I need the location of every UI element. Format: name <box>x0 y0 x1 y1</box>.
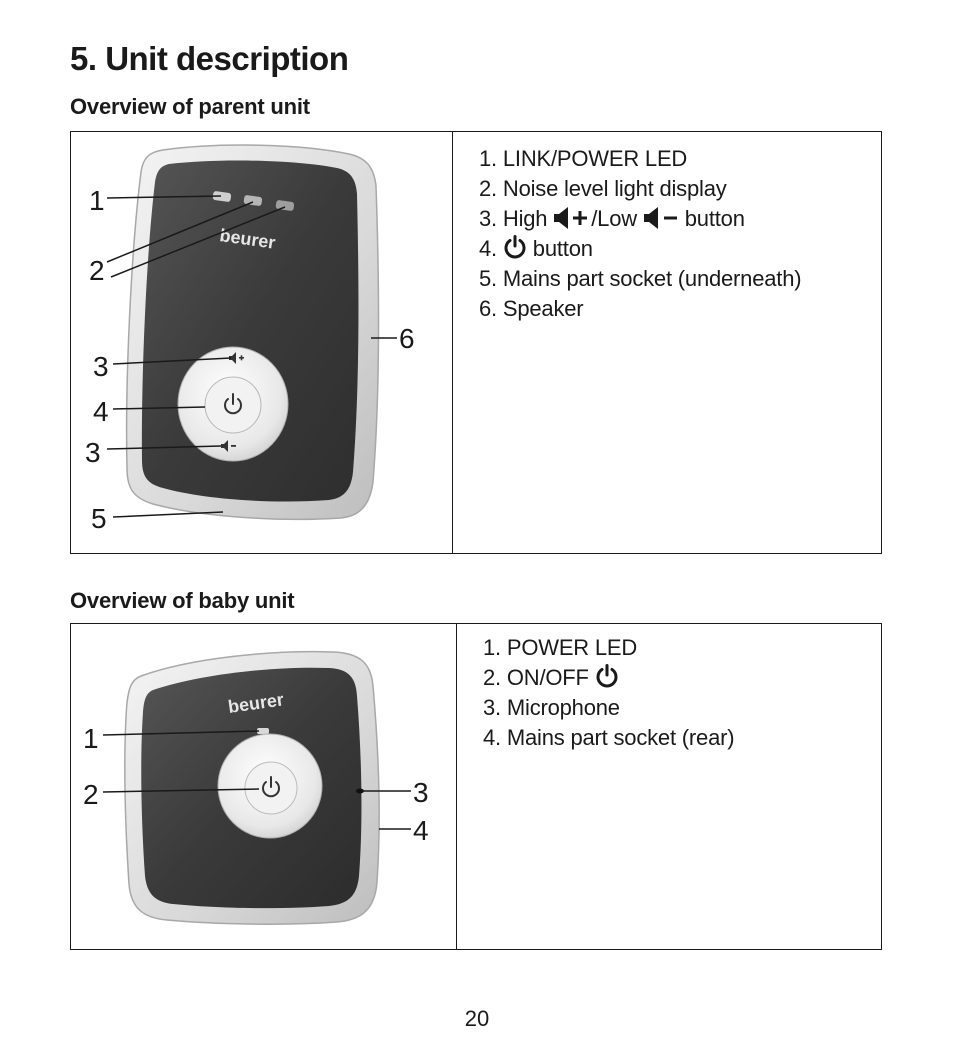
callout-line-5 <box>112 511 224 518</box>
callout-number: 3 <box>413 777 429 808</box>
link-power-led <box>212 191 232 202</box>
callout-number: 1 <box>83 723 99 754</box>
callout-line-3a <box>112 357 232 365</box>
legend-item: 2. ON/OFF <box>483 663 881 693</box>
page-number: 20 <box>464 1006 490 1031</box>
parent-unit-panel: beurer <box>70 131 882 554</box>
power-icon <box>262 776 280 798</box>
callout-number: 5 <box>91 503 107 534</box>
callout-line-2 <box>102 788 260 793</box>
callout-line-3b <box>106 445 222 450</box>
callout-line-2a <box>106 201 254 263</box>
callout-line-2b <box>110 206 286 278</box>
baby-unit-legend-list: 1. POWER LED 2. ON/OFF 3. Microphone 4. … <box>483 633 881 753</box>
baby-unit-legend: 1. POWER LED 2. ON/OFF 3. Microphone 4. … <box>457 624 881 949</box>
power-icon <box>224 393 242 415</box>
callout-line-1 <box>106 195 222 199</box>
legend-item: 1. POWER LED <box>483 635 638 660</box>
power-led <box>257 728 269 734</box>
callout-number: 3 <box>85 437 101 468</box>
legend-item: 5. Mains part socket (underneath) <box>479 266 802 291</box>
volume-down-icon <box>643 207 677 229</box>
callout-number: 2 <box>89 255 105 286</box>
parent-unit-legend: 1. LINK/POWER LED 2. Noise level light d… <box>453 132 881 553</box>
volume-up-icon <box>554 207 588 229</box>
power-icon <box>596 664 618 688</box>
callout-number: 6 <box>399 323 415 354</box>
callout-number: 3 <box>93 351 109 382</box>
baby-unit-heading: Overview of baby unit <box>70 588 295 613</box>
parent-unit-heading: Overview of parent unit <box>70 94 310 119</box>
parent-unit-illustration: beurer <box>85 144 415 534</box>
page-title: 5. Unit description <box>70 40 349 77</box>
parent-unit-figure: beurer <box>71 132 453 553</box>
callout-number: 4 <box>413 815 429 846</box>
baby-unit-panel: beurer 1 2 3 4 <box>70 623 882 950</box>
parent-unit-legend-list: 1. LINK/POWER LED 2. Noise level light d… <box>479 144 881 324</box>
volume-down-icon[interactable] <box>221 440 236 452</box>
microphone-hole <box>356 788 364 794</box>
callout-number: 1 <box>89 185 105 216</box>
baby-unit-figure: beurer 1 2 3 4 <box>71 624 457 949</box>
power-icon <box>504 235 526 259</box>
legend-item: 3. High /Low button <box>479 206 745 231</box>
legend-item: 2. Noise level light display <box>479 176 727 201</box>
callout-number: 4 <box>93 396 109 427</box>
callout-number: 2 <box>83 779 99 810</box>
legend-item: 1. LINK/POWER LED <box>479 146 688 171</box>
callout-line-4 <box>112 406 206 410</box>
legend-item: 4. Mains part socket (rear) <box>483 725 735 750</box>
baby-unit-illustration: beurer 1 2 3 4 <box>83 650 429 925</box>
legend-item: 3. Microphone <box>483 695 620 720</box>
volume-up-icon[interactable] <box>229 352 244 364</box>
legend-item: 4. button <box>479 235 593 261</box>
callout-line-1 <box>102 730 260 736</box>
legend-item: 6. Speaker <box>479 296 584 321</box>
